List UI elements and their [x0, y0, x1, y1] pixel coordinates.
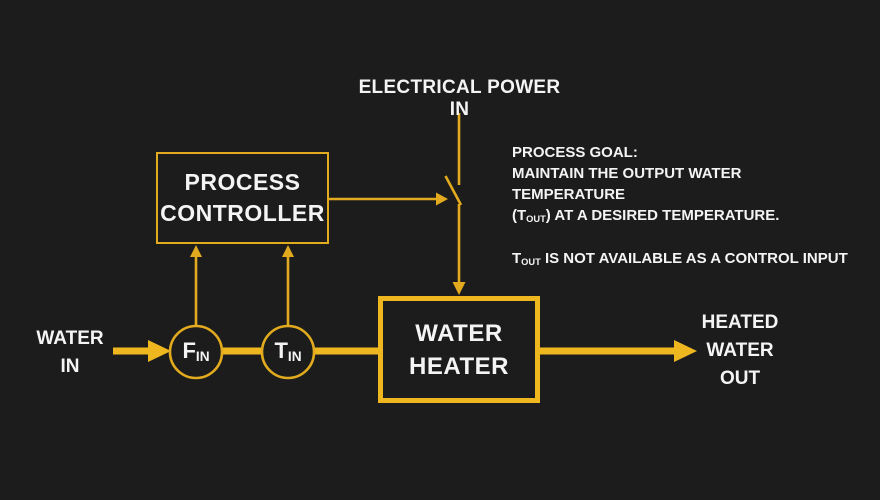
temp-sensor-circle: [260, 324, 316, 380]
water-in-arrow: [113, 340, 171, 362]
temp-sensor-symbol: T: [274, 338, 288, 363]
process-controller-block: PROCESS CONTROLLER: [156, 152, 329, 244]
water-heater-label-line1: WATER: [415, 319, 503, 347]
flow-sensor-to-controller-arrow: [190, 245, 202, 326]
process-goal-line1: MAINTAIN THE OUTPUT WATER TEMPERATURE: [512, 165, 742, 203]
heated-water-out-label-line3: OUT: [719, 368, 761, 389]
water-heater-label-line2: HEATER: [409, 352, 509, 380]
heated-water-out-arrow: [540, 340, 697, 362]
flow-sensor-subscript: IN: [195, 349, 210, 364]
process-controller-label-line1: PROCESS: [184, 169, 301, 195]
water-in-label-line2: IN: [60, 356, 80, 377]
water-in-label-line1: WATER: [36, 328, 104, 349]
heated-water-out-label: HEATED WATER OUT: [685, 309, 795, 393]
heated-water-out-label-line1: HEATED: [701, 312, 779, 333]
water-heater-block: WATER HEATER: [378, 296, 540, 403]
electrical-power-in-label: ELECTRICAL POWER IN: [358, 77, 561, 120]
process-goal-note: PROCESS GOAL: MAINTAIN THE OUTPUT WATER …: [512, 142, 857, 271]
temp-sensor-to-controller-arrow: [282, 245, 294, 326]
controller-to-switch-arrow: [329, 192, 448, 206]
flow-sensor-label: FIN: [166, 338, 226, 364]
flow-sensor-symbol: F: [182, 338, 196, 363]
water-in-label: WATER IN: [18, 325, 122, 381]
power-switch-icon: [444, 175, 463, 206]
heated-water-out-label-line2: WATER: [706, 340, 774, 361]
process-controller-label-line2: CONTROLLER: [160, 200, 325, 226]
temp-sensor-subscript: IN: [287, 349, 302, 364]
temp-sensor-label: TIN: [258, 338, 318, 364]
process-goal-line3: TOUT IS NOT AVAILABLE AS A CONTROL INPUT: [512, 250, 848, 268]
flow-sensor-circle: [168, 324, 224, 380]
process-goal-line2: (TOUT) AT A DESIRED TEMPERATURE.: [512, 207, 780, 225]
power-wire-to-heater-arrow: [452, 204, 466, 295]
process-goal-title: PROCESS GOAL:: [512, 144, 638, 161]
